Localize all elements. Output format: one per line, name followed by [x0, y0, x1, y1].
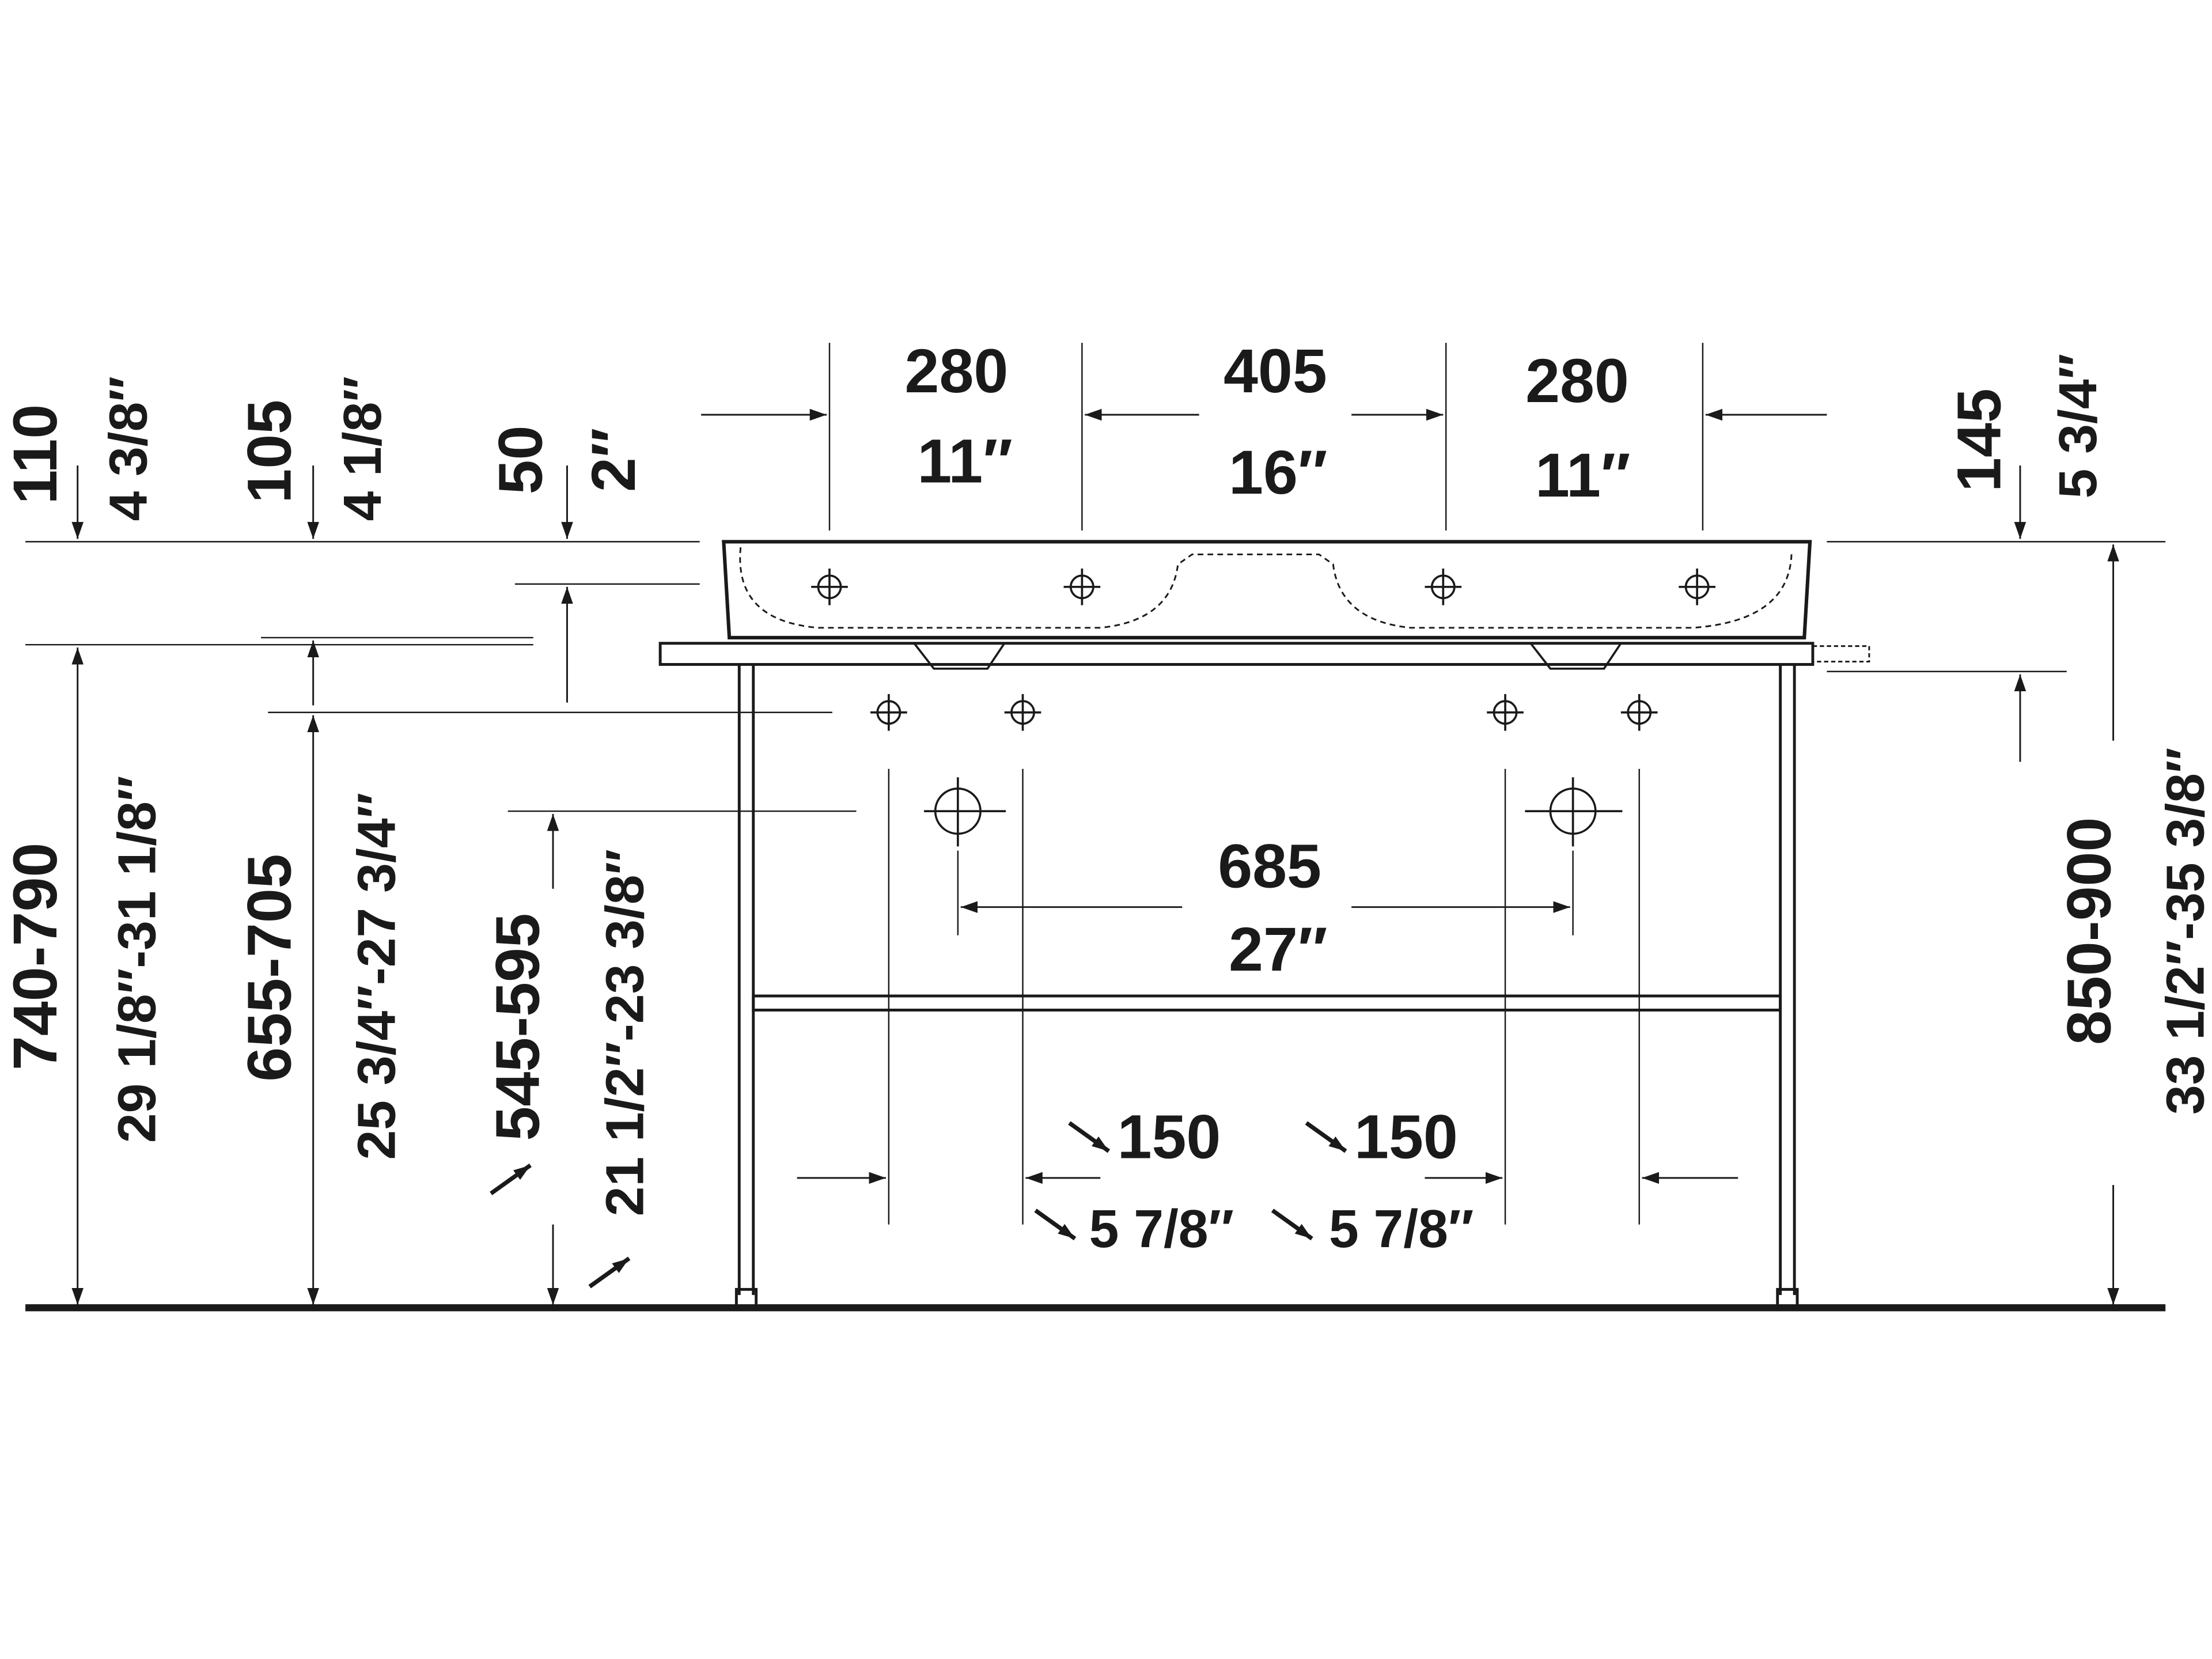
dim-right-rim-mm: 145: [1944, 388, 2014, 492]
extension-lines: [25, 343, 2166, 1225]
dim-shelf-height-mm: 655-705: [234, 854, 304, 1081]
dim-rim-offset-inch: 2″: [578, 428, 648, 493]
basin-body: [722, 540, 1812, 639]
wall-fixing-icon: [1004, 694, 1041, 731]
horizontal-labels: 280 11″ 405 16″ 280 11″ 685 27″ 150 5 7/…: [905, 336, 1631, 1259]
dim-shelf-depth-mm: 105: [234, 400, 304, 503]
console-shelf: [658, 642, 1815, 666]
dim-total-height-inch: 33 1/2″-35 3/8″: [2155, 748, 2212, 1115]
tap-hole-icon: [811, 568, 848, 605]
dimension-arrows: [71, 408, 2119, 1305]
drain-left: [913, 642, 1006, 670]
pointer-arrow-icon: [1271, 1209, 1313, 1241]
waste-outlet-icon: [1525, 777, 1623, 847]
tap-hole-icon: [1425, 568, 1462, 605]
washbasin-console: [658, 540, 1870, 1308]
pointer-arrow-icon: [490, 1163, 532, 1195]
dim-outlet-spacing-inch: 27″: [1229, 914, 1327, 984]
dim-top-left-inch: 11″: [917, 426, 1013, 496]
pointer-arrow-icon: [588, 1256, 631, 1289]
dim-bottom-right-inch: 5 7/8″: [1329, 1199, 1474, 1259]
wall-fixing-icon: [1620, 694, 1658, 731]
dim-top-right-mm: 280: [1525, 346, 1629, 415]
shelf-right-extension: [1812, 645, 1870, 663]
basin-inner-left: [739, 547, 1793, 629]
dim-outlet-height-mm: 545-595: [483, 913, 552, 1141]
dim-top-height-inch: 29 1/8″-31 1/8″: [107, 776, 166, 1143]
leg-foot-right: [1776, 1287, 1799, 1308]
dim-rim-offset-mm: 50: [485, 425, 555, 494]
wall-fixing-icon: [870, 694, 907, 731]
dim-top-left-mm: 280: [905, 336, 1009, 406]
vertical-labels: 110 4 3/8″ 105 4 1/8″ 50 2″ 145 5 3/4″ 7…: [0, 354, 2212, 1217]
dim-bottom-left-mm: 150: [1118, 1102, 1221, 1172]
dim-outlet-height-inch: 21 1/2″-23 3/8″: [595, 849, 655, 1217]
dim-shelf-height-inch: 25 3/4″-27 3/4″: [347, 793, 407, 1160]
bottom-towel-rail: [752, 994, 1782, 1012]
wall-fixing-icon: [1487, 694, 1524, 731]
dim-top-height-mm: 740-790: [0, 843, 70, 1070]
pointer-arrow-icon: [1034, 1209, 1077, 1241]
leg-foot-left: [734, 1287, 758, 1308]
waste-outlet-icon: [924, 777, 1006, 847]
tap-hole-icon: [1063, 568, 1101, 605]
tap-holes: [811, 568, 1715, 847]
pointer-arrow-icon: [1068, 1121, 1111, 1153]
dim-shelf-depth-inch: 4 1/8″: [332, 376, 392, 521]
dim-bottom-right-mm: 150: [1354, 1102, 1458, 1172]
pointer-arrow-icon: [1305, 1121, 1347, 1153]
pointer-arrows: [490, 1121, 1347, 1289]
dim-outlet-spacing-mm: 685: [1218, 831, 1321, 900]
drain-right: [1529, 642, 1622, 670]
dim-bottom-left-inch: 5 7/8″: [1089, 1199, 1234, 1259]
dim-top-center-inch: 16″: [1229, 437, 1327, 507]
dim-basin-height-mm: 110: [0, 404, 70, 505]
dim-top-right-inch: 11″: [1535, 440, 1631, 510]
dim-top-center-mm: 405: [1224, 336, 1327, 406]
dim-basin-height-inch: 4 3/8″: [99, 376, 158, 521]
dim-right-rim-inch: 5 3/4″: [2048, 354, 2108, 499]
dim-total-height-mm: 850-900: [2054, 817, 2124, 1045]
tap-hole-icon: [1679, 568, 1715, 605]
